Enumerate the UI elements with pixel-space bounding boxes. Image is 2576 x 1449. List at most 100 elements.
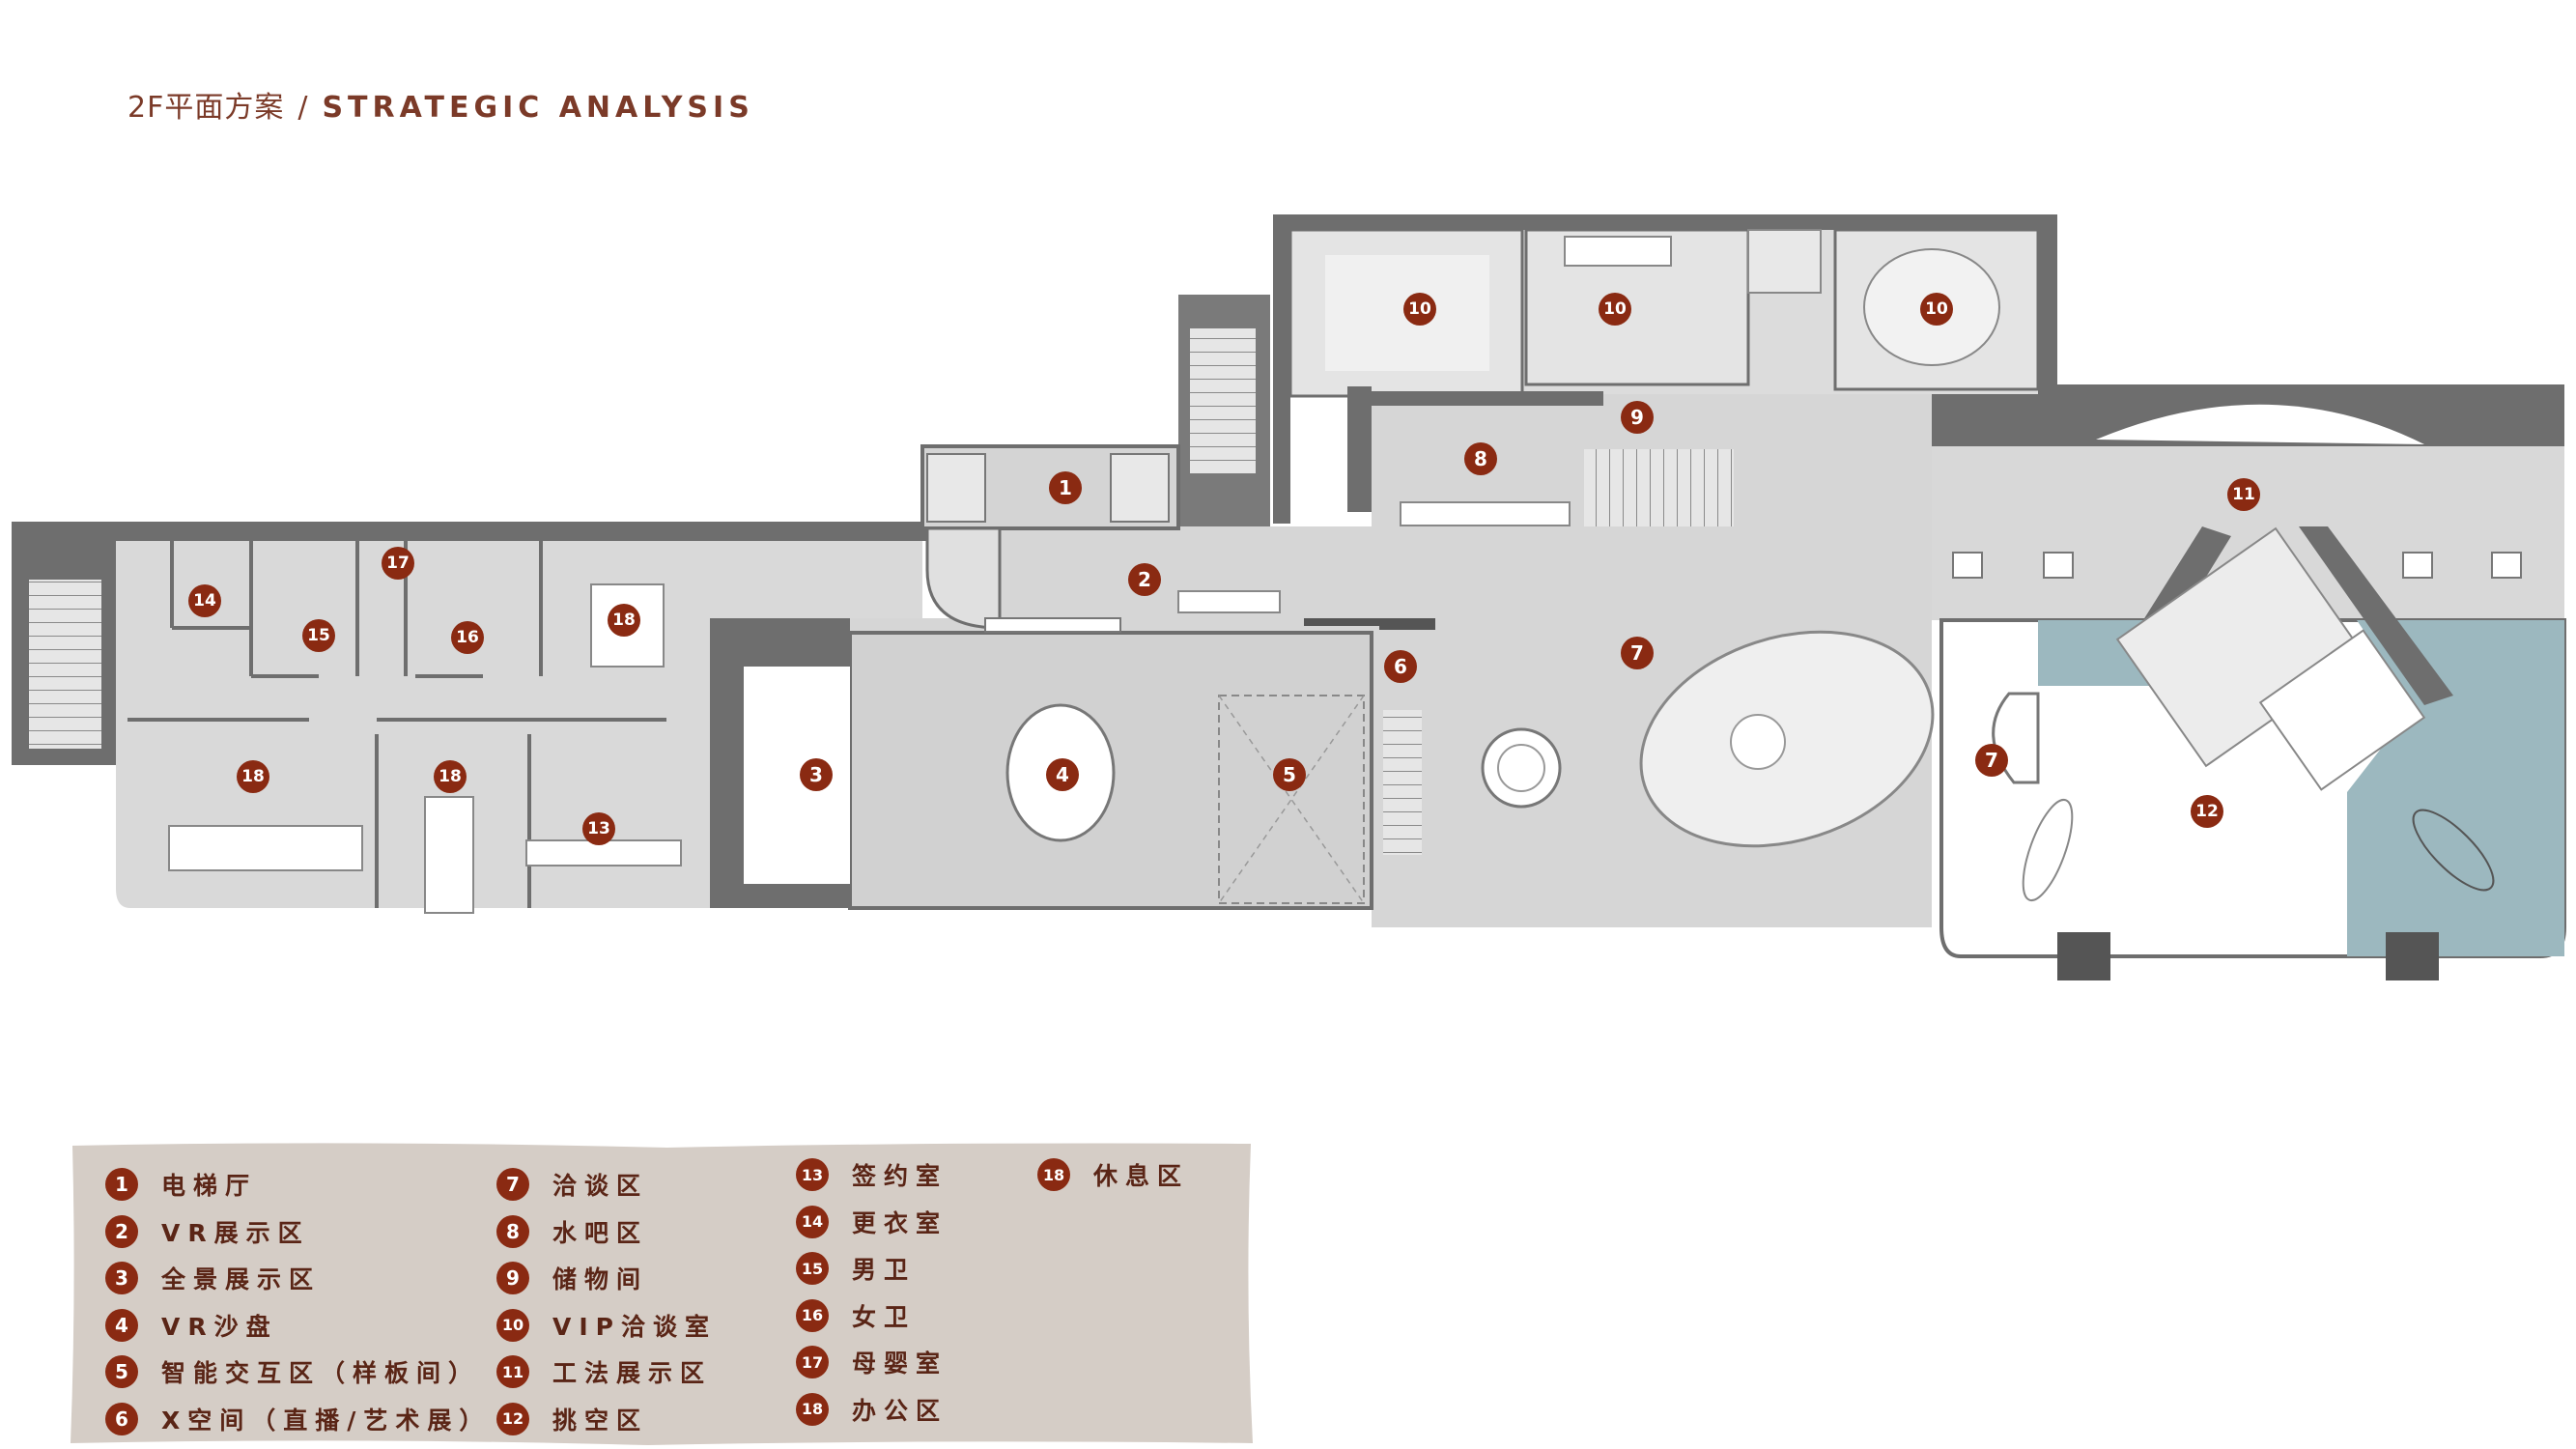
plan-marker-14: 14 xyxy=(188,584,221,617)
plan-marker-3: 3 xyxy=(800,758,833,791)
legend-label: VR沙盘 xyxy=(161,1312,278,1341)
plan-marker-4: 4 xyxy=(1046,758,1079,791)
legend-badge: 7 xyxy=(496,1168,529,1201)
legend-badge: 14 xyxy=(796,1205,829,1238)
legend-item: 18 办公区 xyxy=(796,1390,948,1429)
legend-badge: 15 xyxy=(796,1252,829,1285)
legend-label: 全景展示区 xyxy=(161,1265,322,1293)
legend-label: 洽谈区 xyxy=(552,1172,649,1200)
plan-marker-number: 18 xyxy=(241,767,265,786)
plan-marker-number: 13 xyxy=(587,819,610,838)
plan-marker-5: 5 xyxy=(1273,758,1306,791)
legend-item: 17 母婴室 xyxy=(796,1343,948,1381)
plan-marker-number: 10 xyxy=(1603,299,1627,319)
plan-marker-number: 5 xyxy=(1283,763,1296,786)
legend-label: 水吧区 xyxy=(552,1218,649,1247)
plan-marker-number: 16 xyxy=(456,628,479,647)
legend-badge: 17 xyxy=(796,1346,829,1378)
legend-item: 15 男卫 xyxy=(796,1249,916,1288)
plan-marker-13: 13 xyxy=(582,812,615,845)
plan-marker-number: 11 xyxy=(2232,485,2255,504)
craft-display-structure xyxy=(1952,526,2522,980)
plan-marker-number: 10 xyxy=(1925,299,1948,319)
plan-marker-number: 14 xyxy=(193,591,216,611)
legend-badge: 11 xyxy=(496,1355,529,1388)
legend-badge: 4 xyxy=(105,1308,138,1342)
legend-label: 男卫 xyxy=(852,1256,917,1284)
plan-marker-number: 12 xyxy=(2195,802,2219,821)
plan-marker-number: 7 xyxy=(1985,749,1998,772)
plan-marker-6: 6 xyxy=(1384,650,1417,683)
plan-marker-16: 16 xyxy=(451,621,484,654)
plan-marker-18: 18 xyxy=(434,760,467,793)
plan-marker-number: 7 xyxy=(1630,641,1644,665)
legend-badge: 6 xyxy=(105,1402,138,1435)
plan-marker-number: 2 xyxy=(1138,568,1151,591)
legend-badge: 10 xyxy=(496,1308,529,1342)
plan-marker-number: 18 xyxy=(439,767,462,786)
plan-marker-number: 6 xyxy=(1394,655,1407,678)
legend-badge: 18 xyxy=(796,1392,829,1426)
plan-marker-7: 7 xyxy=(1621,637,1654,669)
legend-label: 休息区 xyxy=(1093,1162,1190,1190)
legend-item: 2 VR展示区 xyxy=(105,1212,310,1251)
plan-marker-number: 8 xyxy=(1474,447,1487,470)
legend-item: 18 休息区 xyxy=(1037,1155,1189,1194)
legend-badge: 2 xyxy=(105,1214,138,1248)
office-walls xyxy=(127,536,666,908)
lift-lobby xyxy=(920,444,1180,630)
plan-marker-number: 15 xyxy=(307,626,330,645)
plan-marker-17: 17 xyxy=(382,547,414,580)
plan-marker-12: 12 xyxy=(2191,795,2223,828)
left-stair xyxy=(29,580,101,749)
legend-background xyxy=(71,1143,1253,1445)
legend-label: 储物间 xyxy=(552,1265,649,1293)
legend-badge: 3 xyxy=(105,1262,138,1294)
mid-stair xyxy=(1383,710,1422,855)
legend-item: 4 VR沙盘 xyxy=(105,1306,278,1345)
plan-marker-11: 11 xyxy=(2227,478,2260,511)
legend-item: 6 X空间（直播/艺术展） xyxy=(105,1400,491,1438)
legend-label: 办公区 xyxy=(852,1396,948,1425)
title-en: STRATEGIC ANALYSIS xyxy=(322,91,754,125)
plan-marker-number: 17 xyxy=(386,554,410,573)
plan-marker-7: 7 xyxy=(1975,744,2008,777)
legend-label: VR展示区 xyxy=(161,1218,310,1247)
legend-badge: 18 xyxy=(1037,1158,1070,1191)
legend-item: 13 签约室 xyxy=(796,1155,948,1194)
legend-label: 工法展示区 xyxy=(552,1359,713,1387)
legend-label: 母婴室 xyxy=(852,1350,948,1378)
plan-marker-number: 9 xyxy=(1630,406,1644,429)
plan-marker-10: 10 xyxy=(1599,293,1631,326)
legend-label: 挑空区 xyxy=(552,1406,649,1435)
plan-marker-18: 18 xyxy=(608,604,640,637)
plan-marker-8: 8 xyxy=(1464,442,1497,475)
water-bar-stair xyxy=(1584,449,1734,526)
legend-badge: 1 xyxy=(105,1168,138,1201)
upper-stair xyxy=(1190,328,1256,473)
legend-label: X空间（直播/艺术展） xyxy=(161,1406,492,1435)
legend-label: 签约室 xyxy=(852,1162,948,1190)
title-separator: / xyxy=(297,91,309,125)
plan-marker-9: 9 xyxy=(1621,401,1654,434)
plan-marker-2: 2 xyxy=(1128,563,1161,596)
legend-badge: 13 xyxy=(796,1158,829,1191)
legend-item: 7 洽谈区 xyxy=(496,1165,648,1204)
plan-marker-18: 18 xyxy=(237,760,269,793)
plan-marker-10: 10 xyxy=(1920,293,1953,326)
plan-marker-15: 15 xyxy=(302,619,335,652)
title-cn: 2F平面方案 xyxy=(127,91,285,125)
legend-label: 女卫 xyxy=(852,1302,917,1331)
plan-marker-number: 4 xyxy=(1056,763,1069,786)
plan-marker-number: 3 xyxy=(809,763,823,786)
